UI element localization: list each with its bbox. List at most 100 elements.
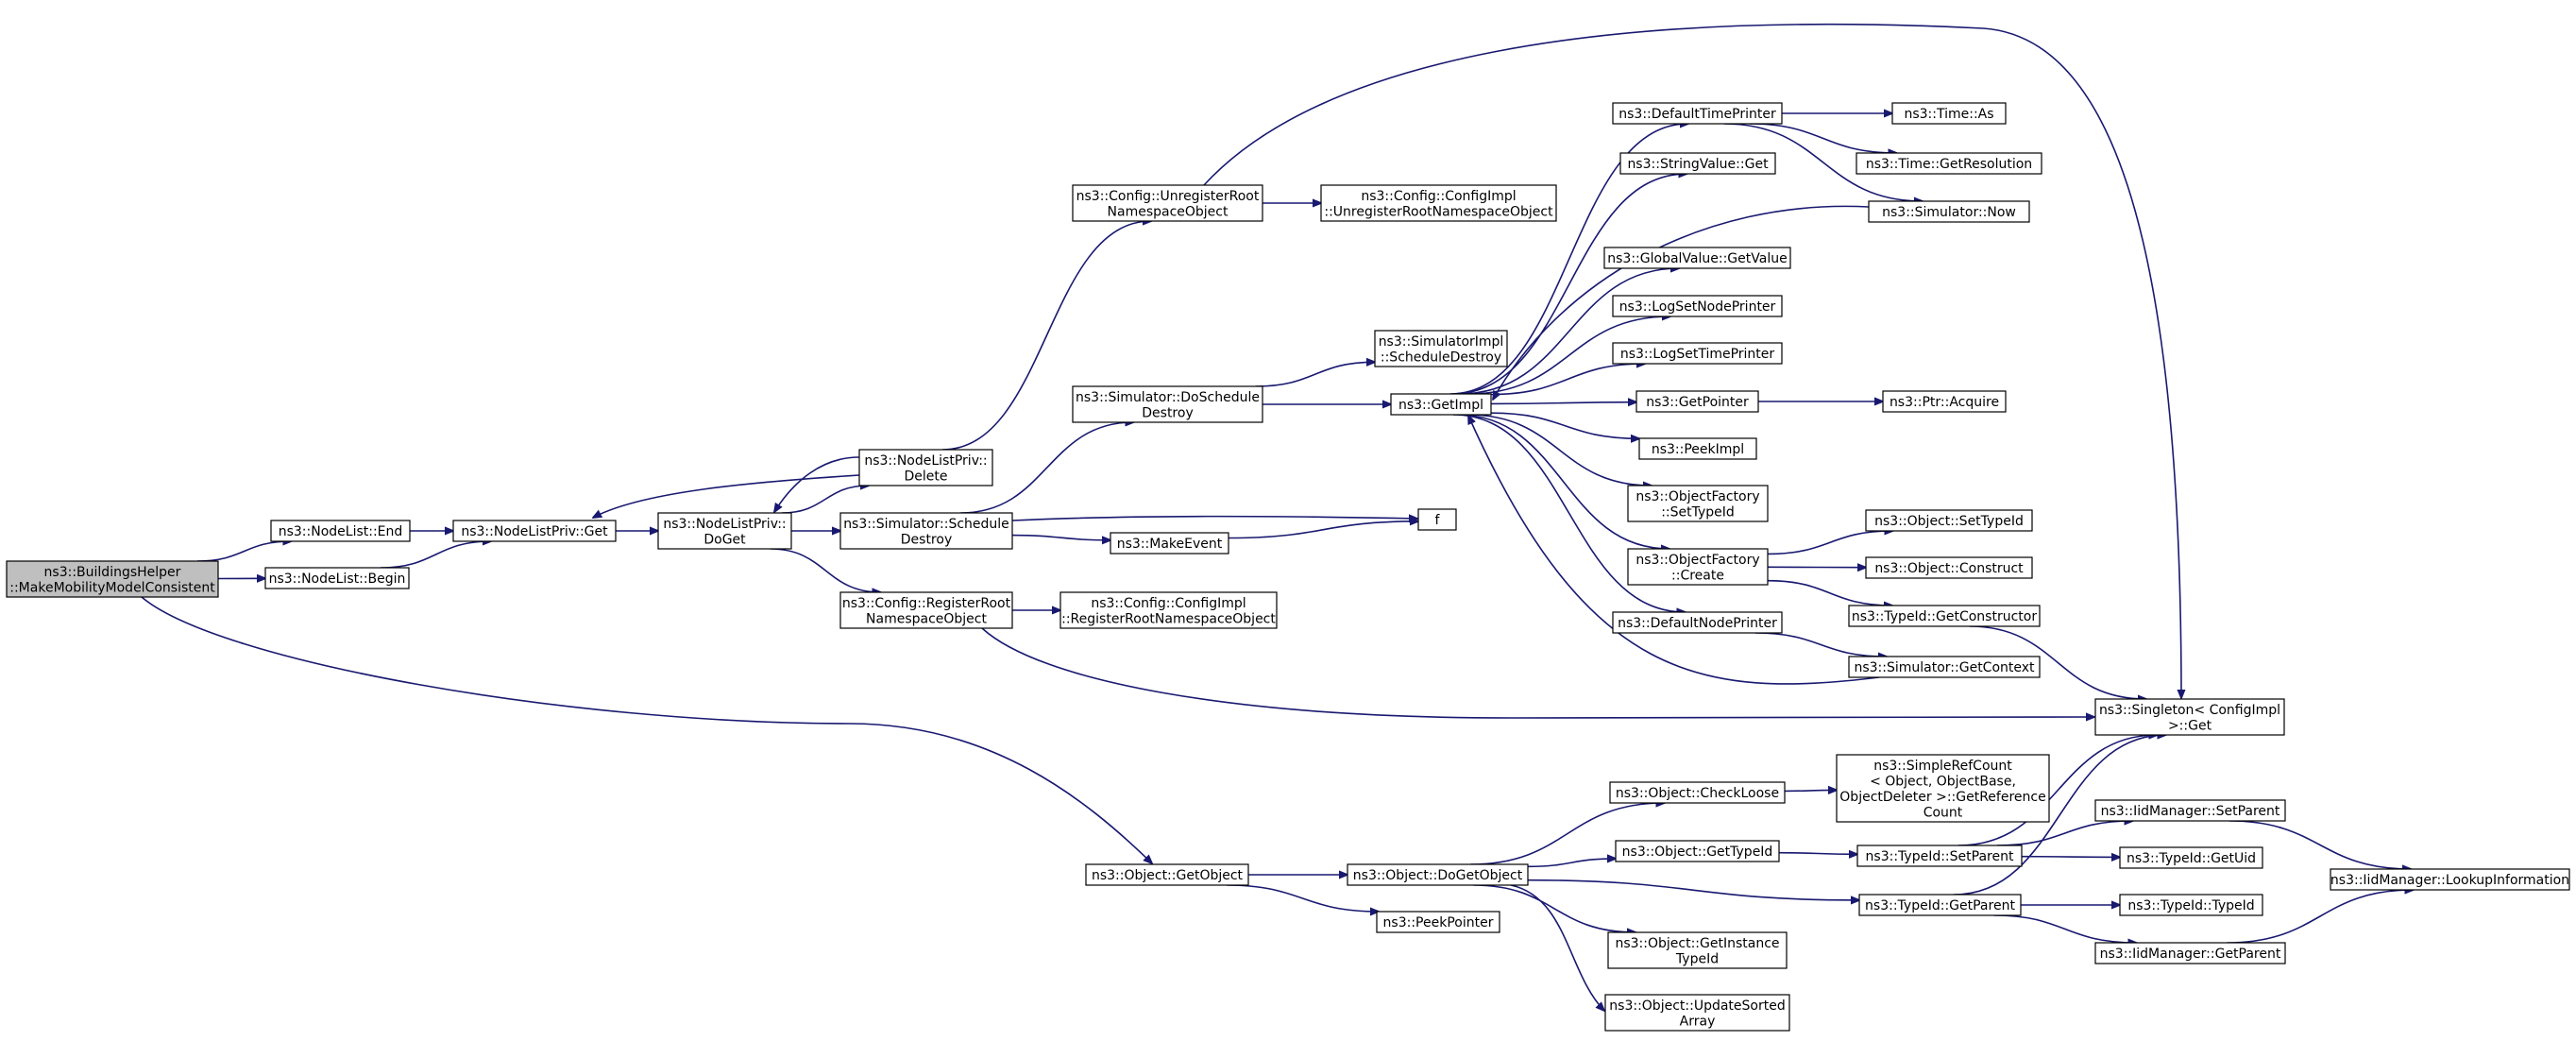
node-time-as[interactable]: ns3::Time::As [1891,102,2007,125]
node-typeid-getparent[interactable]: ns3::TypeId::GetParent [1858,894,2022,916]
node-box[interactable] [2330,868,2570,891]
node-box[interactable] [1882,390,2007,413]
node-typeid-typeid[interactable]: ns3::TypeId::TypeId [2119,894,2263,916]
node-box[interactable] [839,591,1013,629]
node-box[interactable] [2119,894,2263,916]
node-box[interactable] [839,512,1013,550]
node-object-construct[interactable]: ns3::Object::Construct [1865,556,2033,579]
node-box[interactable] [2094,942,2286,964]
node-box[interactable] [858,449,993,486]
node-nodelist-begin[interactable]: ns3::NodeList::Begin [264,567,410,589]
node-typeid-getconstructor[interactable]: ns3::TypeId::GetConstructor [1848,605,2041,627]
node-box[interactable] [1868,200,2030,223]
node-iidmanager-lookupinformation[interactable]: ns3::IidManager::LookupInformation [2330,868,2570,891]
node-box[interactable] [2094,799,2286,822]
node-typeid-setparent[interactable]: ns3::TypeId::SetParent [1856,845,2023,867]
node-f[interactable]: f [1417,508,1457,531]
node-box[interactable] [1619,152,1776,175]
node-globalvalue-getvalue[interactable]: ns3::GlobalValue::GetValue [1603,247,1791,269]
node-box[interactable] [1390,393,1492,416]
node-peek-impl[interactable]: ns3::PeekImpl [1638,437,1757,460]
node-box[interactable] [1609,781,1786,804]
node-box[interactable] [264,567,410,589]
node-simplerefcount[interactable]: ns3::SimpleRefCount< Object, ObjectBase,… [1836,754,2050,823]
node-default-node-printer[interactable]: ns3::DefaultNodePrinter [1612,611,1783,634]
node-simulator-getcontext[interactable]: ns3::Simulator::GetContext [1848,656,2041,678]
node-box[interactable] [1347,863,1529,886]
node-box[interactable] [1417,508,1457,531]
node-object-settypeid[interactable]: ns3::Object::SetTypeId [1865,509,2033,532]
node-box[interactable] [1627,485,1769,522]
node-iidmanager-setparent[interactable]: ns3::IidManager::SetParent [2094,799,2286,822]
node-log-set-node-printer[interactable]: ns3::LogSetNodePrinter [1612,295,1783,317]
node-box[interactable] [1836,754,2050,823]
node-box[interactable] [1615,840,1780,862]
node-object-getobject[interactable]: ns3::Object::GetObject [1085,863,1249,886]
node-box[interactable] [1865,556,2033,579]
node-box[interactable] [1848,656,2041,678]
node-object-checkloose[interactable]: ns3::Object::CheckLoose [1609,781,1786,804]
node-box[interactable] [1612,295,1783,317]
node-box[interactable] [2119,846,2263,869]
node-box[interactable] [1612,102,1783,125]
node-box[interactable] [1604,994,1790,1032]
node-box[interactable] [1856,845,2023,867]
node-peek-pointer[interactable]: ns3::PeekPointer [1376,911,1500,933]
node-box[interactable] [452,520,617,542]
node-objfactory-create[interactable]: ns3::ObjectFactory::Create [1627,548,1769,586]
node-box[interactable] [1638,437,1757,460]
node-box[interactable] [1085,863,1249,886]
node-get-pointer[interactable]: ns3::GetPointer [1635,390,1759,413]
node-box[interactable] [1059,591,1278,629]
node-box[interactable] [1612,342,1783,365]
node-box[interactable] [657,512,792,550]
node-simulator-now[interactable]: ns3::Simulator::Now [1868,200,2030,223]
node-box[interactable] [1858,894,2022,916]
node-box[interactable] [2094,698,2285,736]
node-log-set-time-printer[interactable]: ns3::LogSetTimePrinter [1612,342,1783,365]
node-ptr-acquire[interactable]: ns3::Ptr::Acquire [1882,390,2007,413]
node-box[interactable] [1612,611,1783,634]
node-box[interactable] [1374,330,1508,367]
node-configimpl-unregister[interactable]: ns3::Config::ConfigImpl::UnregisterRootN… [1320,184,1557,222]
node-configimpl-register[interactable]: ns3::Config::ConfigImpl::RegisterRootNam… [1059,591,1278,629]
node-singleton-get[interactable]: ns3::Singleton< ConfigImpl >::Get [2094,698,2285,736]
node-box[interactable] [1072,385,1263,423]
node-iidmanager-getparent[interactable]: ns3::IidManager::GetParent [2094,942,2286,964]
node-box[interactable] [270,520,411,542]
node-typeid-getuid[interactable]: ns3::TypeId::GetUid [2119,846,2263,869]
node-object-gettypeid[interactable]: ns3::Object::GetTypeId [1615,840,1780,862]
node-box[interactable] [1603,247,1791,269]
node-nodelist-end[interactable]: ns3::NodeList::End [270,520,411,542]
node-box[interactable] [6,560,219,598]
node-make-event[interactable]: ns3::MakeEvent [1110,532,1229,555]
node-stringvalue-get[interactable]: ns3::StringValue::Get [1619,152,1776,175]
node-object-dogetobject[interactable]: ns3::Object::DoGetObject [1347,863,1529,886]
node-box[interactable] [1856,152,2042,175]
node-config-register[interactable]: ns3::Config::RegisterRootNamespaceObject [839,591,1013,629]
node-box[interactable] [1376,911,1500,933]
node-box[interactable] [1110,532,1229,555]
node-box[interactable] [1627,548,1769,586]
node-simimpl-schedule-destroy[interactable]: ns3::SimulatorImpl::ScheduleDestroy [1374,330,1508,367]
node-default-time-printer[interactable]: ns3::DefaultTimePrinter [1612,102,1783,125]
node-box[interactable] [1607,931,1788,969]
node-objfactory-settypeid[interactable]: ns3::ObjectFactory::SetTypeId [1627,485,1769,522]
node-box[interactable] [1865,509,2033,532]
node-time-getresolution[interactable]: ns3::Time::GetResolution [1856,152,2042,175]
node-box[interactable] [1635,390,1759,413]
node-getimpl[interactable]: ns3::GetImpl [1390,393,1492,416]
node-sim-schedule-destroy[interactable]: ns3::Simulator::ScheduleDestroy [839,512,1013,550]
node-nlp-delete[interactable]: ns3::NodeListPriv::Delete [858,449,993,486]
node-box[interactable] [1072,184,1263,222]
node-box[interactable] [1320,184,1557,222]
node-box[interactable] [1891,102,2007,125]
node-config-unregister[interactable]: ns3::Config::UnregisterRootNamespaceObje… [1072,184,1263,222]
node-nlp-get[interactable]: ns3::NodeListPriv::Get [452,520,617,542]
node-root[interactable]: ns3::BuildingsHelper::MakeMobilityModelC… [6,560,219,598]
node-box[interactable] [1848,605,2041,627]
node-nlp-doget[interactable]: ns3::NodeListPriv::DoGet [657,512,792,550]
